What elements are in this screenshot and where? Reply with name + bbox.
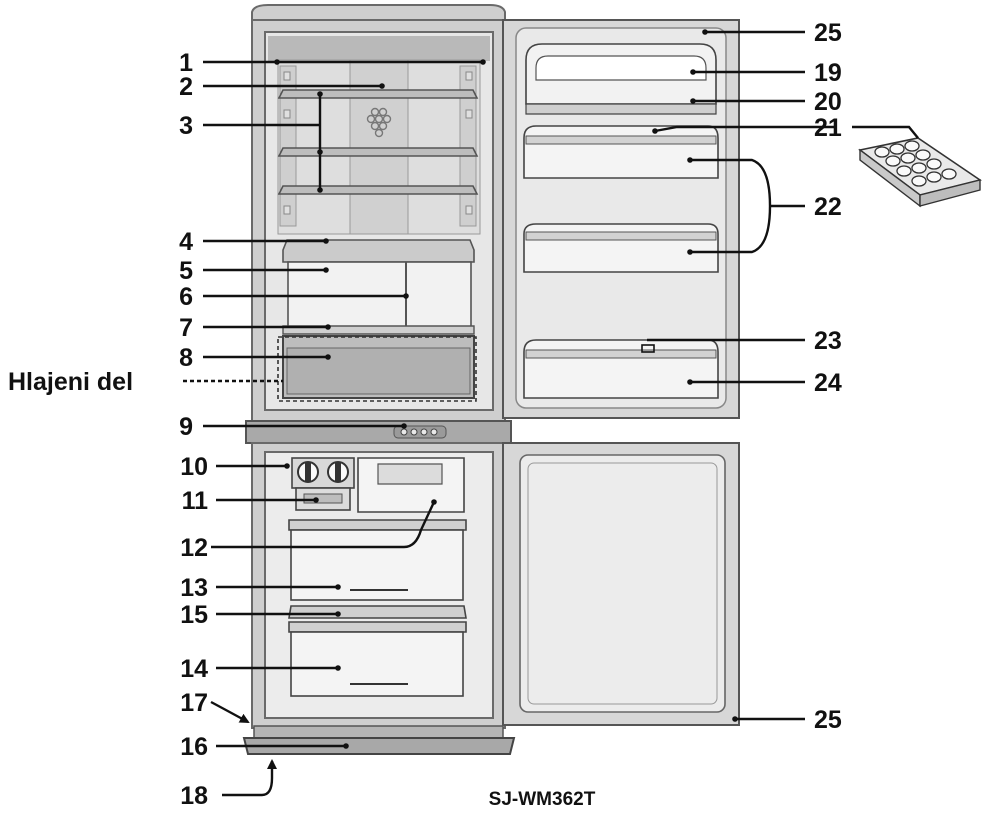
leader-lines bbox=[183, 29, 919, 797]
callout-10: 10 bbox=[180, 453, 208, 481]
callout-18: 18 bbox=[180, 782, 208, 810]
refrigerator-cabinet bbox=[242, 4, 516, 755]
egg-tray bbox=[858, 137, 982, 208]
callout-15: 15 bbox=[180, 601, 208, 629]
callout-17: 17 bbox=[180, 689, 208, 717]
callout-7: 7 bbox=[179, 314, 193, 342]
chilled-section-label: Hlajeni del bbox=[8, 368, 133, 396]
callout-25-top: 25 bbox=[814, 19, 842, 47]
callout-8: 8 bbox=[179, 344, 193, 372]
callout-12: 12 bbox=[180, 534, 208, 562]
callout-13: 13 bbox=[180, 574, 208, 602]
callout-20: 20 bbox=[814, 88, 842, 116]
callout-labels: 1 2 3 4 5 6 7 8 Hlajeni del 9 10 11 12 1… bbox=[8, 19, 842, 810]
callout-22: 22 bbox=[814, 193, 842, 221]
callout-16: 16 bbox=[180, 733, 208, 761]
callout-6: 6 bbox=[179, 283, 193, 311]
callout-1: 1 bbox=[179, 49, 193, 77]
callout-11: 11 bbox=[182, 487, 209, 515]
callout-4: 4 bbox=[179, 228, 193, 256]
callout-24: 24 bbox=[814, 369, 842, 397]
callout-25-bottom: 25 bbox=[814, 706, 842, 734]
callout-14: 14 bbox=[180, 655, 208, 683]
refrigerator-door bbox=[502, 19, 740, 726]
callout-2: 2 bbox=[179, 73, 193, 101]
callout-23: 23 bbox=[814, 327, 842, 355]
callout-9: 9 bbox=[179, 413, 193, 441]
model-label: SJ-WM362T bbox=[489, 789, 596, 810]
callout-19: 19 bbox=[814, 59, 842, 87]
callout-21: 21 bbox=[814, 114, 842, 142]
callout-5: 5 bbox=[179, 257, 193, 285]
callout-3: 3 bbox=[179, 112, 193, 140]
